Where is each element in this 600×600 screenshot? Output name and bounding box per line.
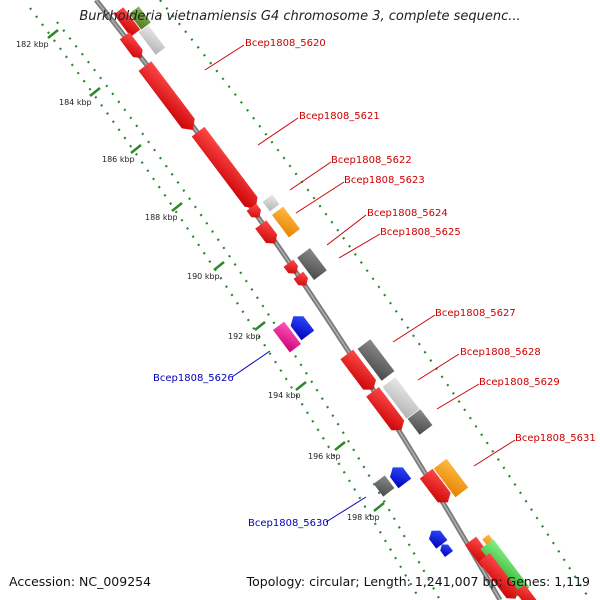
tick-192	[254, 321, 266, 331]
gene-arrow-5629[interactable]	[407, 409, 433, 435]
leader-5630	[325, 496, 367, 523]
tick-182	[47, 29, 59, 39]
gene-arrow-5626-blue[interactable]	[287, 311, 315, 341]
tick-label-198: 198 kbp	[347, 513, 380, 522]
leader-5624	[326, 214, 367, 246]
gene-arrow-5628[interactable]	[382, 377, 420, 419]
leader-5631	[473, 439, 516, 467]
gene-arrow-5630-blue[interactable]	[386, 463, 412, 489]
tick-196	[334, 441, 346, 451]
gene-arrow-5625-red-b[interactable]	[293, 271, 311, 290]
accession-text: Accession: NC_009254	[9, 574, 152, 589]
gene-label-5626[interactable]: Bcep1808_5626	[153, 373, 234, 384]
tick-labels: 182 kbp 184 kbp 186 kbp 188 kbp 190 kbp …	[16, 40, 380, 522]
gene-arrow-5627[interactable]	[357, 339, 395, 381]
tick-label-186: 186 kbp	[102, 155, 135, 164]
gene-label-5622[interactable]: Bcep1808_5622	[331, 155, 412, 166]
gene-arrow-5630-gray[interactable]	[373, 475, 395, 497]
tick-198	[373, 502, 385, 512]
gene-arrow-5631[interactable]	[433, 458, 469, 498]
gene-labels: Bcep1808_5620 Bcep1808_5621 Bcep1808_562…	[153, 38, 596, 529]
gene-arrow-5631-red[interactable]	[419, 468, 454, 507]
tick-label-194: 194 kbp	[268, 391, 301, 400]
gene-track-top	[113, 6, 537, 600]
gene-label-5629[interactable]: Bcep1808_5629	[479, 377, 560, 388]
gene-arrow-5622[interactable]	[246, 203, 264, 222]
tick-label-192: 192 kbp	[228, 332, 261, 341]
leader-5627	[392, 314, 436, 343]
leader-5629	[436, 383, 480, 410]
gene-arrow-5622-gray[interactable]	[262, 194, 280, 212]
gene-arrow-bottom-blue-b[interactable]	[438, 541, 454, 558]
gene-label-5631[interactable]: Bcep1808_5631	[515, 433, 596, 444]
leader-lines	[204, 44, 516, 523]
gene-arrow-top-lightgray[interactable]	[138, 25, 166, 55]
gene-label-5630[interactable]: Bcep1808_5630	[248, 518, 329, 529]
tick-label-184: 184 kbp	[59, 98, 92, 107]
tick-marks	[47, 29, 385, 512]
gene-arrow-5620[interactable]	[138, 61, 200, 135]
gene-arrow-5625-red-a[interactable]	[283, 259, 301, 278]
gene-label-5625[interactable]: Bcep1808_5625	[380, 227, 461, 238]
gene-arrow-5629-red[interactable]	[366, 387, 408, 435]
tick-194	[295, 381, 307, 391]
gene-arrow-top-red-b[interactable]	[119, 32, 146, 62]
leader-5620	[204, 44, 245, 71]
leader-5622	[289, 161, 332, 191]
tick-label-190: 190 kbp	[187, 272, 220, 281]
leader-5625	[338, 233, 381, 259]
dotted-track-right	[159, 0, 591, 600]
gene-label-5621[interactable]: Bcep1808_5621	[299, 111, 380, 122]
leader-5626	[231, 350, 271, 378]
tick-186	[130, 144, 142, 154]
gene-label-5628[interactable]: Bcep1808_5628	[460, 347, 541, 358]
gene-label-5620[interactable]: Bcep1808_5620	[245, 38, 326, 49]
gene-arrow-5625-gray[interactable]	[297, 248, 327, 280]
gene-arrow-top-olive[interactable]	[129, 6, 151, 30]
gene-label-5627[interactable]: Bcep1808_5627	[435, 308, 516, 319]
gene-arrow-5623[interactable]	[271, 206, 301, 238]
tick-label-182: 182 kbp	[16, 40, 49, 49]
tick-190	[213, 261, 225, 271]
leader-5628	[417, 353, 460, 381]
gene-arrow-5621[interactable]	[191, 126, 263, 213]
gene-arrow-bottom-red-c[interactable]	[515, 584, 537, 600]
leader-5621	[257, 117, 299, 146]
genome-summary-text: Topology: circular; Length: 1,241,007 bp…	[246, 574, 590, 589]
dotted-track-inner-left	[56, 21, 441, 600]
gene-arrow-bottom-red-b[interactable]	[478, 553, 521, 600]
tick-188	[171, 202, 183, 212]
dotted-track-outer	[29, 7, 421, 600]
gene-label-5624[interactable]: Bcep1808_5624	[367, 208, 448, 219]
tick-label-188: 188 kbp	[145, 213, 178, 222]
gene-arrow-top-red-a[interactable]	[113, 7, 141, 37]
gene-arrow-bottom-green[interactable]	[480, 539, 530, 597]
gene-arrow-bottom-blue-a[interactable]	[426, 527, 448, 549]
leader-5623	[295, 181, 345, 214]
gene-label-5623[interactable]: Bcep1808_5623	[344, 175, 425, 186]
gene-arrow-5624[interactable]	[255, 220, 281, 248]
tick-label-196: 196 kbp	[308, 452, 341, 461]
tick-184	[89, 87, 101, 97]
gene-arrow-5628-red[interactable]	[340, 349, 379, 395]
gene-arrow-5626-magenta[interactable]	[272, 321, 302, 353]
